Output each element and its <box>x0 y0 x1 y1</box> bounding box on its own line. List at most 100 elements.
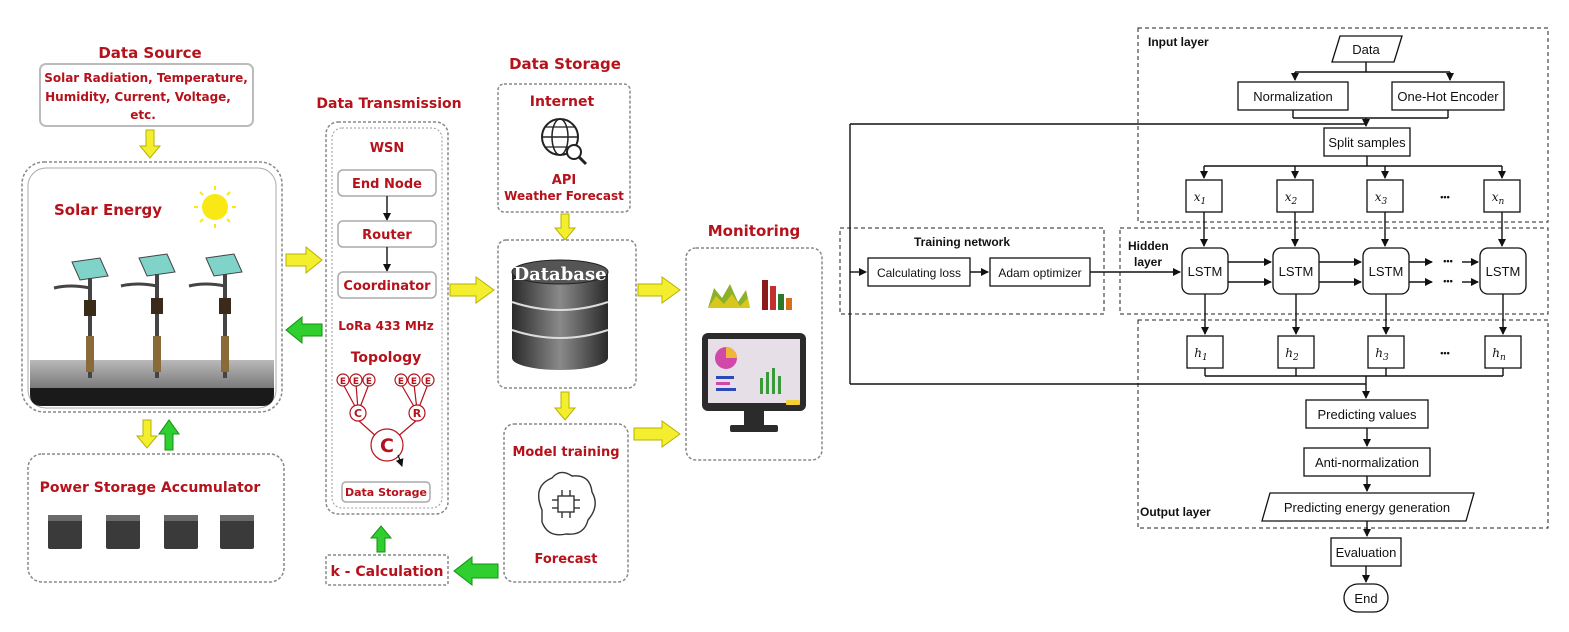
api-label: API <box>552 173 576 188</box>
forecast-label: Forecast <box>535 552 598 567</box>
coordinator-label: Coordinator <box>343 279 431 294</box>
solar-energy-title: Solar Energy <box>54 201 162 219</box>
topo-c-label: C <box>354 407 362 420</box>
lstm-ellipsis: ••• <box>1443 256 1452 266</box>
data-source-line-1: Solar Radiation, Temperature, <box>44 71 248 85</box>
model-training-title: Model training <box>512 445 619 460</box>
topo-e-label: E <box>425 377 431 387</box>
h-output-box <box>1186 335 1224 369</box>
data-storage-block: Data Storage Internet API Weather Foreca… <box>497 55 637 389</box>
battery-icon <box>164 515 198 549</box>
database-label: Database <box>513 264 606 285</box>
topology-graph: E E E E E E C R C <box>336 373 435 467</box>
split-samples-box <box>1323 127 1411 157</box>
arrow-yellow-right-transmission <box>285 245 323 275</box>
topo-e-label: E <box>366 377 372 387</box>
arrow-green-left-k-calc <box>453 555 499 587</box>
coordinator-box <box>337 271 437 299</box>
power-storage-title: Power Storage Accumulator <box>40 480 261 496</box>
split-samples-label: Split samples <box>1328 135 1406 150</box>
k-calculation-box <box>325 554 449 586</box>
x-input-box <box>1366 179 1404 213</box>
wsn-label: WSN <box>370 141 405 156</box>
normalization-box <box>1237 81 1349 111</box>
lstm-label: LSTM <box>1486 264 1521 279</box>
lstm-label: LSTM <box>1188 264 1223 279</box>
anti-normalization-box <box>1303 447 1431 477</box>
x-input-box <box>1483 179 1521 213</box>
monitoring-title: Monitoring <box>708 222 800 240</box>
street-lamp-icon <box>53 257 109 378</box>
data-storage-title: Data Storage <box>509 55 621 73</box>
battery-icon <box>220 515 254 549</box>
brain-chip-icon <box>538 471 596 536</box>
weather-forecast-label: Weather Forecast <box>504 189 624 203</box>
predicting-energy-label: Predicting energy generation <box>1284 500 1450 515</box>
area-chart-icon <box>708 284 750 308</box>
arrow-green-left-solar <box>285 315 323 345</box>
x-input-label: xn <box>1492 190 1505 207</box>
end-label: End <box>1354 591 1377 606</box>
database-icon <box>511 259 609 370</box>
data-node <box>1331 35 1403 63</box>
power-storage-block: Power Storage Accumulator <box>27 453 285 583</box>
data-label: Data <box>1352 42 1380 57</box>
data-source-title: Data Source <box>98 44 201 62</box>
end-node <box>1343 583 1389 613</box>
output-layer-label: Output layer <box>1140 505 1211 519</box>
h-output-box <box>1484 335 1522 369</box>
topo-e-label: E <box>398 377 404 387</box>
data-source-box <box>39 63 254 127</box>
arrow-yellow-down-model <box>553 391 577 421</box>
hidden-layer-frame <box>1119 227 1549 315</box>
h-output-box <box>1277 335 1315 369</box>
evaluation-label: Evaluation <box>1336 545 1397 560</box>
power-storage-frame <box>27 453 285 583</box>
training-network-label: Training network <box>914 235 1010 249</box>
arrow-yellow-right-monitoring <box>637 276 681 304</box>
internet-label: Internet <box>530 94 595 110</box>
x-input-label: x3 <box>1375 190 1388 207</box>
data-transmission-title: Data Transmission <box>316 96 461 112</box>
topology-label: Topology <box>351 350 422 366</box>
anti-normalization-label: Anti-normalization <box>1315 455 1419 470</box>
predicting-values-label: Predicting values <box>1318 407 1417 422</box>
lstm-label: LSTM <box>1279 264 1314 279</box>
h-output-box <box>1367 335 1405 369</box>
x-input-label: x2 <box>1285 190 1298 207</box>
one-hot-box <box>1391 81 1505 111</box>
hidden-layer-label-1: Hidden <box>1128 239 1169 253</box>
wsn-data-storage-box <box>341 481 431 503</box>
wsn-data-storage-label: Data Storage <box>345 486 427 499</box>
x-input-label: x1 <box>1194 190 1207 207</box>
arrow-yellow-right-monitoring-2 <box>633 420 681 448</box>
topo-e-label: E <box>340 377 346 387</box>
arrow-green-up-transmission <box>369 525 393 553</box>
lora-label: LoRa 433 MHz <box>338 319 434 333</box>
data-source-line-2: Humidity, Current, Voltage, <box>45 90 231 104</box>
h-output-label: h3 <box>1375 346 1389 363</box>
bar-chart-icon <box>762 280 792 310</box>
k-calculation-label: k - Calculation <box>331 564 444 580</box>
router-label: Router <box>362 228 412 243</box>
calculating-loss-label: Calculating loss <box>877 266 961 280</box>
street-lamp-icon <box>120 253 176 378</box>
road-surface <box>30 360 274 388</box>
x-ellipsis: ••• <box>1440 192 1449 202</box>
lstm-ellipsis: ••• <box>1443 276 1452 286</box>
predicting-energy-node <box>1261 492 1475 522</box>
road-base <box>30 388 274 406</box>
adam-optimizer-label: Adam optimizer <box>998 266 1081 280</box>
h-output-label: h1 <box>1194 346 1207 363</box>
end-node-label: End Node <box>352 177 422 192</box>
model-training-block: Model training Forecast <box>503 423 629 583</box>
adam-optimizer-box <box>989 257 1091 287</box>
battery-icon <box>48 515 82 549</box>
sun-icon <box>194 186 236 228</box>
topo-e-label: E <box>353 377 359 387</box>
data-source-line-3: etc. <box>130 108 156 122</box>
monitoring-block: Monitoring <box>685 222 823 461</box>
arrow-yellow-right-database <box>449 276 495 304</box>
topo-coordinator-label: C <box>380 435 394 457</box>
hidden-layer-label-2: layer <box>1134 255 1162 269</box>
